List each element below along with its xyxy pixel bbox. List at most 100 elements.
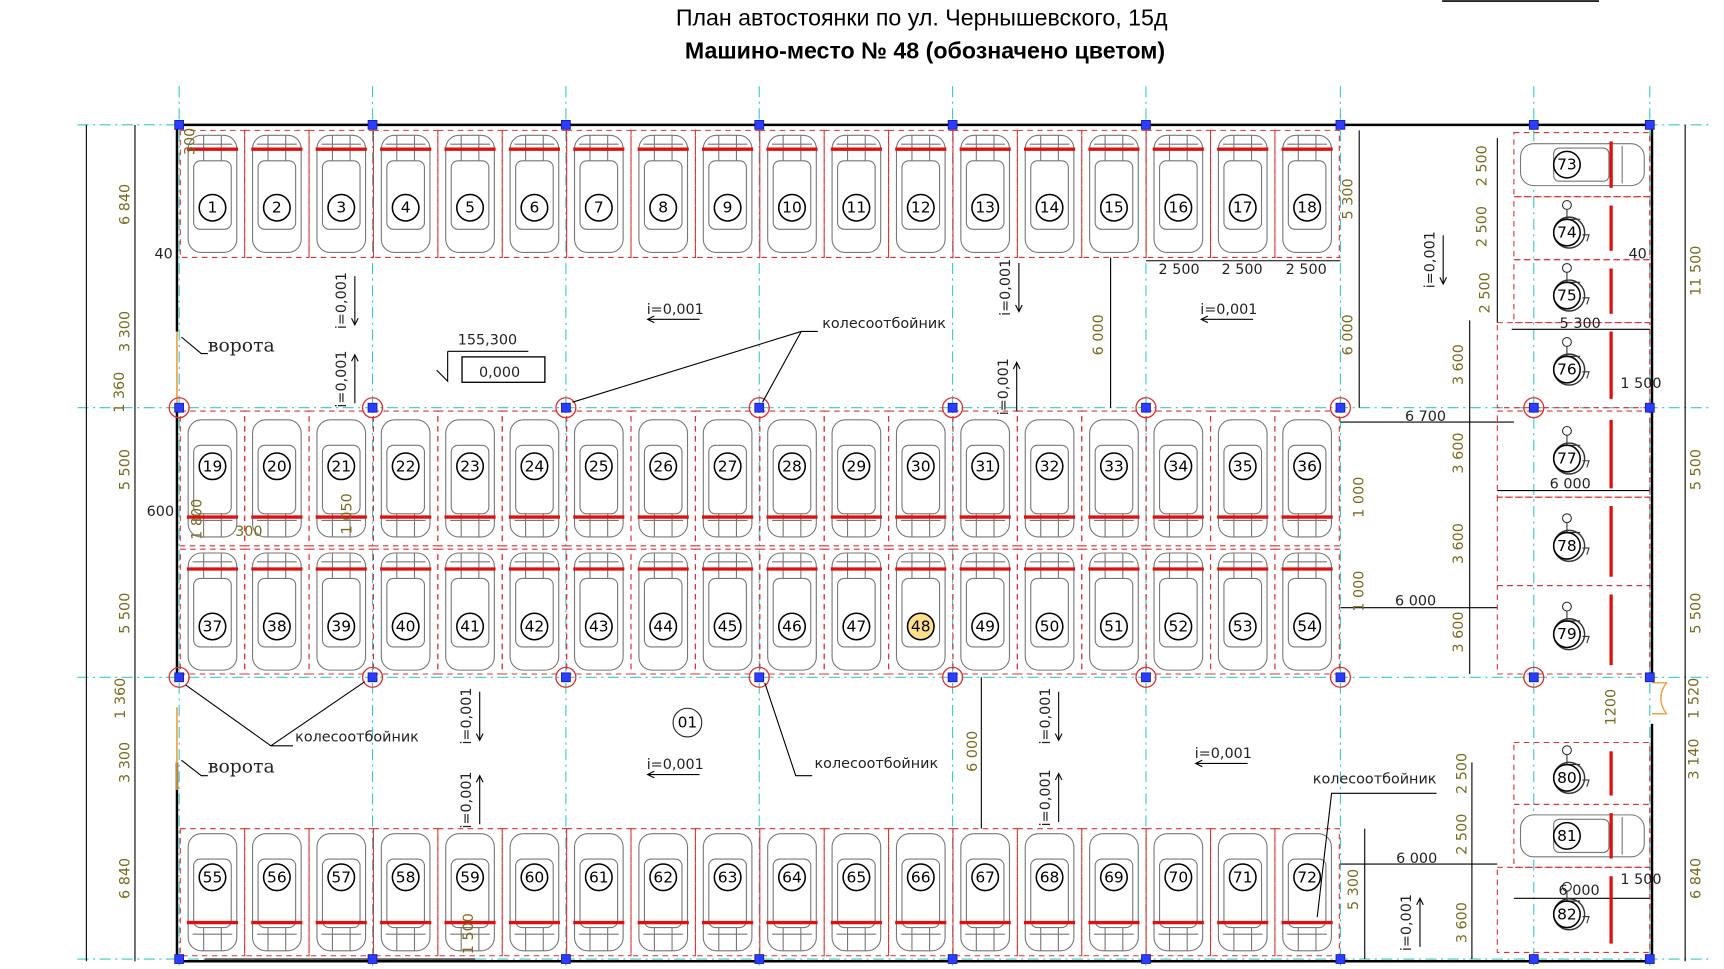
parking-spot-30[interactable]: 30 bbox=[888, 410, 954, 547]
parking-spot-24[interactable]: 24 bbox=[501, 410, 568, 547]
parking-spot-74[interactable]: 74 bbox=[1513, 196, 1651, 261]
parking-spot-38[interactable]: 38 bbox=[244, 548, 310, 675]
parking-spot-13[interactable]: 13 bbox=[952, 129, 1018, 258]
parking-spot-68[interactable]: 68 bbox=[1016, 828, 1083, 957]
parking-spot-80[interactable]: 80 bbox=[1513, 741, 1651, 805]
parking-spot-11[interactable]: 11 bbox=[823, 129, 890, 258]
parking-spot-60[interactable]: 60 bbox=[501, 828, 568, 957]
parking-spot-82[interactable]: 82 bbox=[1496, 866, 1651, 953]
parking-spot-42[interactable]: 42 bbox=[501, 548, 568, 675]
parking-spot-37[interactable]: 37 bbox=[179, 548, 246, 675]
car-icon bbox=[1519, 814, 1645, 858]
spot-number-circle bbox=[713, 863, 742, 892]
parking-spot-49[interactable]: 49 bbox=[952, 548, 1018, 675]
parking-spot-33[interactable]: 33 bbox=[1081, 410, 1147, 547]
parking-spot-4[interactable]: 4 bbox=[372, 129, 439, 258]
spot-number: 4 bbox=[401, 199, 411, 217]
parking-spot-28[interactable]: 28 bbox=[759, 410, 825, 547]
parking-spot-34[interactable]: 34 bbox=[1145, 410, 1212, 547]
spot-number: 65 bbox=[847, 868, 867, 886]
parking-spot-58[interactable]: 58 bbox=[372, 828, 439, 957]
parking-spot-79[interactable]: 79 bbox=[1496, 585, 1651, 675]
parking-spot-56[interactable]: 56 bbox=[244, 828, 310, 957]
spot-number: 82 bbox=[1557, 905, 1577, 923]
parking-spot-1[interactable]: 1 bbox=[179, 129, 246, 258]
parking-spot-10[interactable]: 10 bbox=[759, 129, 825, 258]
parking-spot-46[interactable]: 46 bbox=[759, 548, 825, 675]
parking-spot-6[interactable]: 6 bbox=[501, 129, 568, 258]
parking-spot-62[interactable]: 62 bbox=[630, 828, 696, 957]
parking-spot-17[interactable]: 17 bbox=[1209, 129, 1276, 258]
parking-spot-22[interactable]: 22 bbox=[372, 410, 439, 547]
slope-label: i=0,001 bbox=[647, 302, 704, 318]
parking-spot-72[interactable]: 72 bbox=[1274, 828, 1340, 957]
parking-spot-40[interactable]: 40 bbox=[372, 548, 439, 675]
parking-spot-35[interactable]: 35 bbox=[1209, 410, 1276, 547]
parking-spot-41[interactable]: 41 bbox=[437, 548, 503, 675]
parking-spot-43[interactable]: 43 bbox=[566, 548, 632, 675]
parking-spot-32[interactable]: 32 bbox=[1016, 410, 1083, 547]
parking-spot-36[interactable]: 36 bbox=[1274, 410, 1340, 547]
parking-spot-19[interactable]: 19 bbox=[179, 410, 246, 547]
dimension-label: 2 500 bbox=[1474, 145, 1490, 186]
parking-spot-57[interactable]: 57 bbox=[308, 828, 375, 957]
parking-spot-39[interactable]: 39 bbox=[308, 548, 375, 675]
dimension-label: 6 000 bbox=[1341, 314, 1357, 355]
parking-spot-21[interactable]: 21 bbox=[308, 410, 375, 547]
parking-spot-18[interactable]: 18 bbox=[1274, 129, 1340, 258]
parking-spot-7[interactable]: 7 bbox=[566, 129, 632, 258]
car-icon bbox=[573, 833, 624, 952]
spot-number: 73 bbox=[1557, 156, 1577, 174]
parking-spot-31[interactable]: 31 bbox=[952, 410, 1018, 547]
parking-spot-67[interactable]: 67 bbox=[952, 828, 1018, 957]
parking-spot-26[interactable]: 26 bbox=[630, 410, 696, 547]
parking-spot-63[interactable]: 63 bbox=[694, 828, 761, 957]
parking-spot-64[interactable]: 64 bbox=[759, 828, 825, 957]
parking-spot-27[interactable]: 27 bbox=[694, 410, 761, 547]
parking-spot-61[interactable]: 61 bbox=[566, 828, 632, 957]
parking-spot-14[interactable]: 14 bbox=[1016, 129, 1083, 258]
parking-spot-81[interactable]: 81 bbox=[1513, 803, 1651, 868]
parking-spot-75[interactable]: 75 bbox=[1513, 259, 1651, 324]
car-icon bbox=[638, 833, 689, 952]
spot-number-circle bbox=[713, 193, 742, 222]
parking-spot-73[interactable]: 73 bbox=[1513, 132, 1651, 198]
parking-spot-12[interactable]: 12 bbox=[888, 129, 954, 258]
spot-number: 5 bbox=[465, 199, 475, 217]
spot-number: 26 bbox=[653, 457, 673, 475]
parking-spot-71[interactable]: 71 bbox=[1209, 828, 1276, 957]
parking-spot-2[interactable]: 2 bbox=[244, 129, 310, 258]
parking-spot-5[interactable]: 5 bbox=[437, 129, 503, 258]
parking-spot-51[interactable]: 51 bbox=[1081, 548, 1147, 675]
parking-spot-48[interactable]: 48 bbox=[888, 548, 954, 675]
parking-spot-65[interactable]: 65 bbox=[823, 828, 890, 957]
parking-spot-15[interactable]: 15 bbox=[1081, 129, 1147, 258]
parking-spot-50[interactable]: 50 bbox=[1016, 548, 1083, 675]
parking-spot-20[interactable]: 20 bbox=[244, 410, 310, 547]
parking-spot-29[interactable]: 29 bbox=[823, 410, 890, 547]
dimension-label: 2 500 bbox=[1454, 753, 1470, 794]
parking-spot-59[interactable]: 59 bbox=[437, 828, 503, 957]
parking-spot-53[interactable]: 53 bbox=[1209, 548, 1276, 675]
parking-spot-47[interactable]: 47 bbox=[823, 548, 890, 675]
parking-spot-66[interactable]: 66 bbox=[888, 828, 954, 957]
parking-spot-44[interactable]: 44 bbox=[630, 548, 696, 675]
car-icon bbox=[509, 833, 560, 952]
parking-spot-70[interactable]: 70 bbox=[1145, 828, 1212, 957]
parking-spot-23[interactable]: 23 bbox=[437, 410, 503, 547]
parking-spot-78[interactable]: 78 bbox=[1496, 496, 1651, 587]
parking-spot-55[interactable]: 55 bbox=[179, 828, 246, 957]
spot-number: 17 bbox=[1233, 199, 1253, 217]
parking-spot-45[interactable]: 45 bbox=[694, 548, 761, 675]
parking-spot-3[interactable]: 3 bbox=[308, 129, 375, 258]
parking-spot-54[interactable]: 54 bbox=[1274, 548, 1340, 675]
parking-spot-8[interactable]: 8 bbox=[630, 129, 696, 258]
parking-spot-76[interactable]: 76 bbox=[1496, 322, 1651, 409]
parking-spot-69[interactable]: 69 bbox=[1081, 828, 1147, 957]
parking-spot-25[interactable]: 25 bbox=[566, 410, 632, 547]
parking-spot-77[interactable]: 77 bbox=[1496, 410, 1651, 498]
parking-spot-9[interactable]: 9 bbox=[694, 129, 761, 258]
column-marker bbox=[367, 119, 378, 130]
parking-spot-52[interactable]: 52 bbox=[1145, 548, 1212, 675]
parking-spot-16[interactable]: 16 bbox=[1145, 129, 1212, 258]
